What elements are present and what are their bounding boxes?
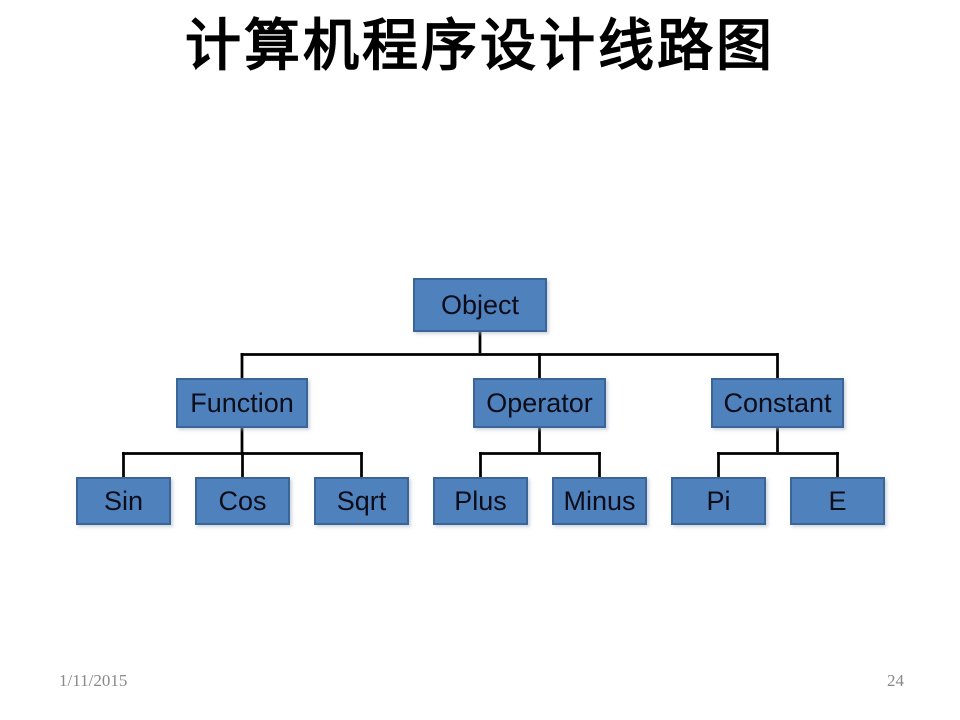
node-sin: Sin <box>76 477 171 525</box>
node-plus: Plus <box>433 477 528 525</box>
node-label: Cos <box>218 485 267 516</box>
node-label: Function <box>190 387 294 418</box>
node-label: Constant <box>723 387 832 418</box>
node-minus: Minus <box>552 477 647 525</box>
slide-title: 计算机程序设计线路图 <box>185 13 775 79</box>
node-operator: Operator <box>473 378 606 428</box>
node-label: Operator <box>486 387 593 418</box>
node-pi: Pi <box>671 477 766 525</box>
node-sqrt: Sqrt <box>314 477 409 525</box>
node-label: Minus <box>563 485 636 516</box>
node-label: Pi <box>706 485 731 516</box>
node-constant: Constant <box>711 378 844 428</box>
node-function: Function <box>176 378 308 428</box>
footer-date: 1/11/2015 <box>59 671 128 690</box>
node-label: Plus <box>454 485 507 516</box>
node-object: Object <box>413 278 547 332</box>
node-label: Sqrt <box>336 485 387 516</box>
node-cos: Cos <box>195 477 290 525</box>
node-e: E <box>790 477 885 525</box>
node-label: Object <box>440 289 520 320</box>
slide-number: 24 <box>887 671 904 690</box>
node-label: Sin <box>103 485 144 516</box>
node-label: E <box>828 485 847 516</box>
